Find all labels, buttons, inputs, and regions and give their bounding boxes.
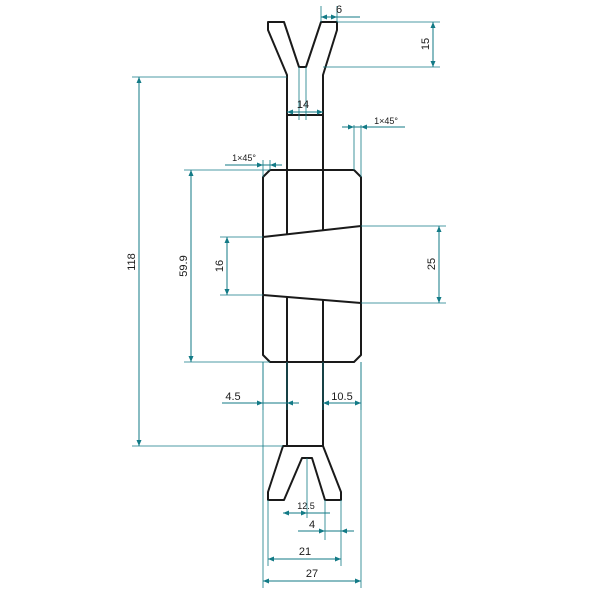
dim-bore-small: 16 [214, 236, 263, 296]
label-hub-width: 27 [306, 568, 318, 580]
dim-groove-top-width: 6 [320, 4, 360, 22]
dim-overall-diameter: 118 [126, 76, 287, 447]
label-groove-depth: 15 [420, 38, 432, 50]
dim-offset-right: 10.5 [322, 362, 362, 410]
dim-chamfer-right: 1×45° [342, 116, 405, 177]
pulley-outline [262, 21, 362, 501]
label-offset-left: 4.5 [225, 391, 240, 403]
label-groove-edge: 4 [309, 519, 315, 531]
label-groove-pitch: 12.5 [297, 501, 315, 511]
tapered-bore [262, 225, 362, 304]
dim-chamfer-left: 1×45° [225, 153, 282, 177]
dim-hub-width: 27 [262, 362, 362, 588]
label-bore-small: 16 [214, 260, 226, 272]
dim-groove-bottom-width: 14 [287, 67, 323, 120]
dim-hub-diameter: 59.9 [178, 169, 270, 363]
label-offset-right: 10.5 [331, 391, 352, 403]
dim-groove-pitch: 12.5 [283, 458, 330, 518]
label-groove-bottom-width: 14 [297, 99, 309, 111]
label-overall-diameter: 118 [126, 253, 138, 271]
label-chamfer-right: 1×45° [374, 116, 398, 126]
dim-rim-width: 21 [267, 500, 342, 566]
dim-groove-depth: 15 [323, 21, 440, 68]
label-rim-width: 21 [299, 546, 311, 558]
label-hub-diameter: 59.9 [178, 255, 190, 276]
dim-groove-edge: 4 [298, 500, 354, 540]
dim-bore-large: 25 [361, 225, 446, 304]
label-groove-top-width: 6 [336, 4, 342, 16]
dimensions: 6 15 14 1×45° [126, 4, 446, 588]
label-bore-large: 25 [426, 258, 438, 270]
label-chamfer-left: 1×45° [232, 153, 256, 163]
bottom-rim [267, 445, 342, 501]
